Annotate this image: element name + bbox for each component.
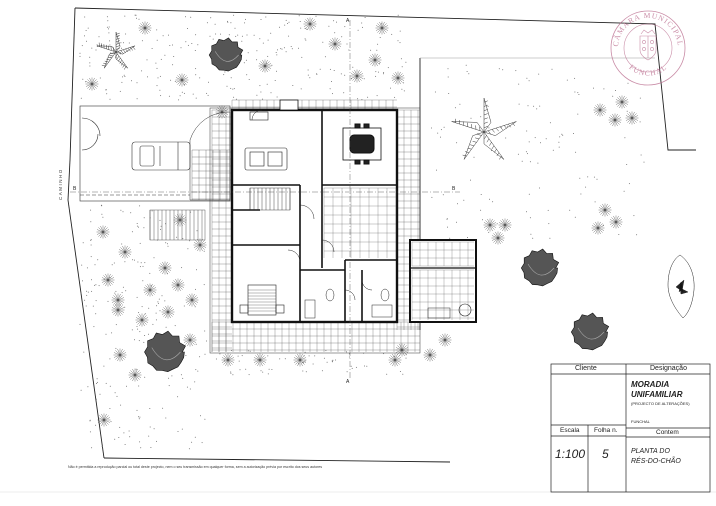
tree-canopy-icon [570, 312, 610, 351]
shrub-icon [609, 215, 623, 229]
tree-canopy-icon [520, 248, 560, 287]
fireplace [279, 99, 299, 111]
shrub-icon [135, 313, 149, 327]
shrub-icon [101, 273, 115, 287]
copyright-disclaimer: Não é permitida a reprodução parcial ou … [68, 465, 323, 469]
ground-cover [431, 64, 645, 239]
shrub-icon [111, 303, 125, 317]
shrub-icon [183, 333, 197, 347]
interior-walls [232, 110, 397, 322]
project-location: FUNCHAL [631, 419, 650, 424]
section-mark-a-bottom: A [346, 379, 350, 385]
shrub-icon [608, 113, 622, 127]
project-subtitle: (PROJECTO DE ALTERAÇÕES) [631, 401, 690, 406]
shrub-icon [113, 348, 127, 362]
shrub-icon [85, 77, 99, 91]
shrub-icon [253, 353, 267, 367]
entrance-steps [149, 209, 206, 241]
municipal-stamp: CÂMARA MUNICIPAL FUNCHAL [610, 10, 686, 86]
ground-cover [215, 350, 407, 376]
shrub-icon [118, 245, 132, 259]
shrub-icon [143, 283, 157, 297]
shrub-icon [395, 343, 409, 357]
shrub-icon [185, 293, 199, 307]
kitchen-tiles [323, 187, 397, 258]
shrub-icon [161, 305, 175, 319]
shrub-icon [591, 221, 605, 235]
door-swings [251, 109, 373, 301]
shrub-icon [173, 213, 187, 227]
shrub-icon [128, 368, 142, 382]
shrub-icon [328, 37, 342, 51]
street-label: CAMINHO [58, 168, 63, 200]
svg-text:FUNCHAL: FUNCHAL [627, 62, 668, 77]
drawing-title-line1: PLANTA DO [631, 448, 670, 455]
palm-tree-icon [451, 97, 517, 160]
section-mark-a-top: A [346, 18, 350, 24]
shrub-icon [193, 238, 207, 252]
project-title-line1: MORADIA [631, 380, 670, 389]
shrub-icon [175, 73, 189, 87]
shrub-icon [498, 218, 512, 232]
folha-label: Folha n. [594, 427, 618, 434]
shrub-icon [598, 203, 612, 217]
curved-terrace [189, 111, 231, 201]
tree-canopy-icon [208, 37, 244, 72]
coat-of-arms-icon [639, 29, 657, 61]
shrub-icon [158, 261, 172, 275]
living-room-sofa [244, 111, 288, 171]
shrub-icon [221, 353, 235, 367]
shrub-icon [423, 348, 437, 362]
cliente-label: Cliente [575, 365, 597, 372]
shrub-icon [438, 333, 452, 347]
interior-stairs [249, 187, 291, 211]
shrub-icon [391, 71, 405, 85]
annex-building [409, 239, 477, 323]
shrub-icon [368, 53, 382, 67]
contem-label: Contem [656, 429, 679, 436]
escala-label: Escala [560, 427, 580, 434]
shrub-icon [96, 225, 110, 239]
bathroom-fixtures [304, 288, 393, 319]
tree-canopy-icon [144, 330, 186, 373]
car-outline [131, 141, 191, 171]
project-title-line2: UNIFAMILIAR [631, 390, 683, 399]
shrub-icon [615, 95, 629, 109]
shrub-icon [350, 69, 364, 83]
ground-cover [79, 14, 407, 101]
shrub-icon [483, 218, 497, 232]
palm-tree-icon [96, 31, 136, 70]
shrub-icon [625, 111, 639, 125]
sheet-number: 5 [602, 447, 609, 461]
shrub-icon [97, 413, 111, 427]
shrub-icon [138, 21, 152, 35]
shrub-icon [388, 353, 402, 367]
stamp-bottom-text: FUNCHAL [627, 62, 667, 77]
north-arrow-icon [678, 281, 684, 293]
section-mark-b-right: B [452, 186, 456, 192]
drawing-title-line2: RÉS-DO-CHÃO [631, 458, 681, 465]
garden-vegetation [79, 14, 645, 450]
parking-area [79, 105, 231, 202]
shrub-icon [303, 17, 317, 31]
shrub-icon [375, 21, 389, 35]
shrub-icon [171, 278, 185, 292]
shrub-icon [111, 293, 125, 307]
shrub-icon [215, 105, 229, 119]
scale-value: 1:100 [555, 447, 586, 461]
shrub-icon [293, 353, 307, 367]
title-block-frame [550, 363, 711, 493]
shrub-icon [593, 103, 607, 117]
section-mark-b-left: B [73, 186, 77, 192]
ground-cover [79, 204, 207, 450]
shrub-icon [491, 231, 505, 245]
bedroom-bed [239, 284, 285, 316]
shrub-icon [258, 59, 272, 73]
designacao-label: Designação [650, 365, 687, 372]
